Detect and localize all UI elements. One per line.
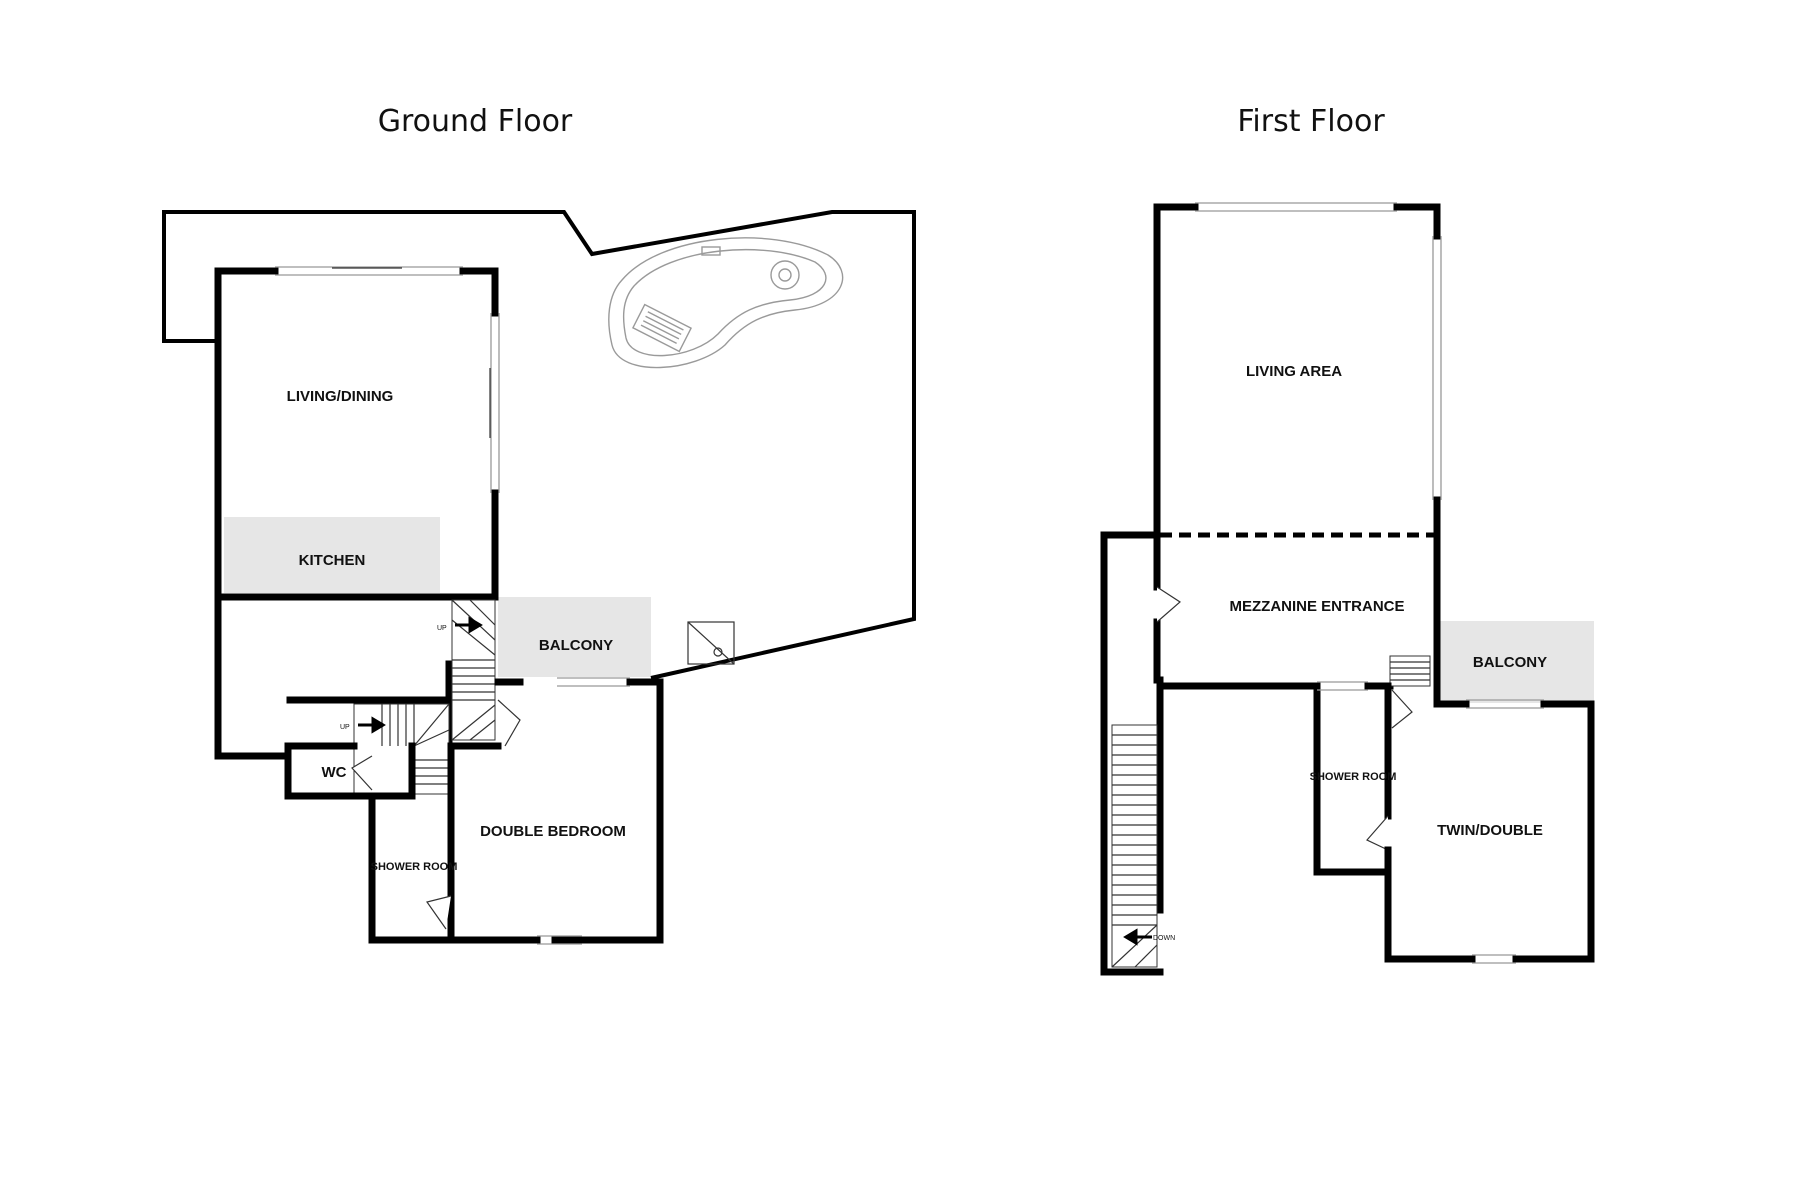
living-dining-walls	[214, 267, 292, 760]
shower-room-door[interactable]	[426, 895, 452, 930]
upper-stair-arrow	[455, 616, 483, 634]
living-area-window-top	[1195, 202, 1397, 212]
double-bedroom-walls	[551, 678, 664, 944]
living-area-label: LIVING AREA	[1246, 363, 1342, 380]
first-stair-down-label: DOWN	[1153, 935, 1175, 942]
lower-stair-arrow	[358, 716, 386, 734]
upper-stair-up-label: UP	[437, 625, 447, 632]
first-balcony-label: BALCONY	[1473, 654, 1547, 671]
mezzanine-door[interactable]	[1156, 586, 1181, 623]
first-floor-title: First Floor	[1237, 104, 1385, 139]
living-area-window-right	[1432, 236, 1442, 500]
mezzanine-entrance-label: MEZZANINE ENTRANCE	[1230, 598, 1405, 615]
first-shower-room-door[interactable]	[1366, 815, 1389, 851]
living-area-walls	[1153, 203, 1199, 539]
double-bedroom-label: DOUBLE BEDROOM	[480, 823, 626, 840]
twin-double-label: TWIN/DOUBLE	[1437, 822, 1543, 839]
ground-balcony-label: BALCONY	[539, 637, 613, 654]
living-dining-label: LIVING/DINING	[287, 388, 394, 405]
first-balcony-area	[1439, 621, 1594, 703]
outdoor-shower-icon	[687, 621, 735, 665]
first-stair-arrow	[1123, 928, 1152, 946]
pool-icon	[608, 237, 844, 369]
mezzanine-lower-wall	[1153, 676, 1321, 690]
ground-balcony-area	[498, 597, 651, 677]
living-dining-top-wall-right	[459, 267, 499, 317]
twin-double-walls	[1384, 846, 1476, 963]
living-sliding-door-right	[489, 313, 500, 493]
shower-room-walls	[368, 792, 541, 944]
wc-label: WC	[322, 764, 347, 781]
twin-double-door[interactable]	[1391, 689, 1413, 729]
kitchen-area	[224, 517, 440, 593]
kitchen-label: KITCHEN	[299, 552, 366, 569]
first-shower-room-label: SHOWER ROOM	[1310, 771, 1397, 783]
bedroom-balcony-door[interactable]	[557, 677, 630, 687]
sun-lounger-icon	[631, 303, 693, 353]
bedroom-door[interactable]	[497, 699, 521, 747]
first-floor-staircase	[1111, 724, 1158, 968]
bedroom-window-bottom	[537, 935, 582, 945]
twin-double-balcony-door[interactable]	[1466, 699, 1544, 709]
first-shower-room-walls	[1313, 682, 1392, 876]
living-area-top-right-wall	[1393, 203, 1441, 240]
twin-double-window-bottom	[1472, 954, 1516, 964]
terrace-outline	[162, 210, 916, 680]
stair-corridor-walls	[1100, 531, 1164, 976]
twin-double-walls-right	[1512, 700, 1595, 963]
first-floor-plan: First Floor	[1100, 104, 1595, 976]
ground-floor-plan: Ground Floor	[162, 104, 916, 945]
balcony-step-stair	[1389, 655, 1431, 687]
first-shower-room-window	[1317, 681, 1368, 691]
ground-shower-room-label: SHOWER ROOM	[371, 861, 458, 873]
lower-stair-up-label: UP	[340, 724, 350, 731]
living-sliding-door-top	[275, 266, 463, 276]
wc-door[interactable]	[351, 755, 373, 791]
ground-floor-title: Ground Floor	[378, 104, 573, 139]
